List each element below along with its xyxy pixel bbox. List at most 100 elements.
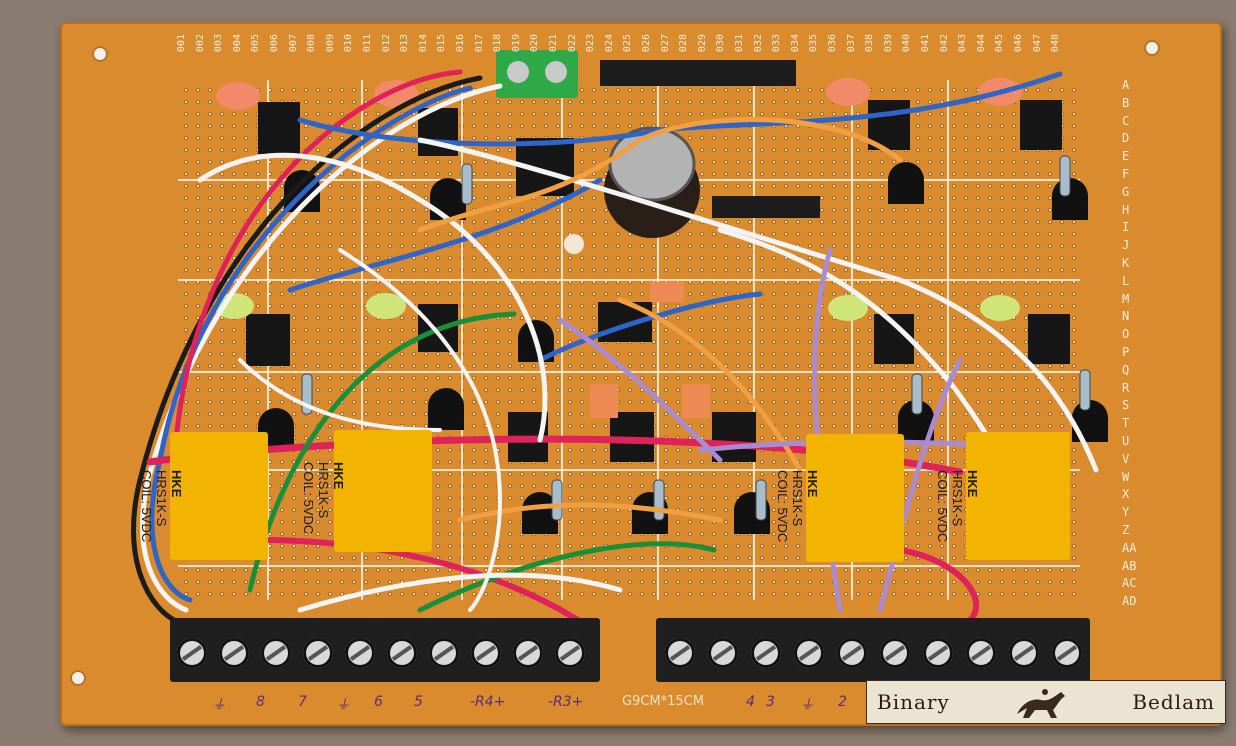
terminal-label: ⏚ xyxy=(336,697,350,713)
row-label: A xyxy=(1122,78,1130,92)
screw-head xyxy=(751,638,781,668)
column-label: 018 xyxy=(492,34,504,53)
row-label: H xyxy=(1122,202,1130,217)
horse-rider-icon xyxy=(1017,689,1066,718)
column-label: 012 xyxy=(380,34,392,53)
column-label: 006 xyxy=(269,34,280,53)
column-label: 014 xyxy=(417,34,429,53)
relay-model: HRS1K-S xyxy=(950,470,965,527)
column-label: 030 xyxy=(715,34,727,53)
column-label: 019 xyxy=(510,34,522,53)
screw-head xyxy=(837,638,867,668)
row-label: D xyxy=(1122,131,1130,146)
column-label: 046 xyxy=(1013,34,1024,53)
screw-head xyxy=(345,638,375,668)
pin-header-mid xyxy=(712,196,820,218)
terminal-label: -R4+ xyxy=(470,694,506,710)
screw-head xyxy=(513,638,543,668)
relay-coil: COIL: 5VDC xyxy=(775,470,790,543)
terminal-label: 5 xyxy=(414,694,423,710)
row-label: F xyxy=(1122,167,1130,181)
column-label: 010 xyxy=(343,34,355,53)
screw-head xyxy=(1009,638,1039,668)
column-label: 002 xyxy=(194,34,206,53)
column-label: 016 xyxy=(455,34,466,53)
screw-head xyxy=(665,638,695,668)
relay-brand: HKE xyxy=(965,470,980,498)
screw-head xyxy=(219,638,249,668)
column-label: 013 xyxy=(399,34,411,53)
row-label: I xyxy=(1122,220,1130,235)
row-label: R xyxy=(1122,380,1130,395)
column-label: 029 xyxy=(696,34,708,53)
column-label: 027 xyxy=(659,34,671,53)
column-label: 045 xyxy=(994,34,1006,53)
relay-brand: HKE xyxy=(169,470,184,498)
column-label: 003 xyxy=(213,34,225,53)
column-label: 034 xyxy=(789,34,801,53)
relay-coil: COIL: 5VDC xyxy=(301,462,316,535)
column-label: 036 xyxy=(827,34,838,53)
screw-head xyxy=(177,638,207,668)
row-label: AB xyxy=(1122,558,1137,573)
column-label: 033 xyxy=(771,34,783,53)
relay-brand: HKE xyxy=(331,462,346,490)
row-label: AD xyxy=(1122,594,1137,609)
column-label: 022 xyxy=(566,34,578,53)
column-label: 007 xyxy=(287,34,299,53)
mounting-hole-tr xyxy=(1144,40,1160,56)
column-label: 037 xyxy=(845,34,857,53)
pin-header-top xyxy=(600,60,796,86)
screw-head xyxy=(794,638,824,668)
screw-head xyxy=(303,638,333,668)
column-label: 043 xyxy=(957,34,969,53)
screw-head xyxy=(429,638,459,668)
mounting-hole-tl xyxy=(92,46,108,62)
terminal-label: 3 xyxy=(766,694,775,710)
column-label: 031 xyxy=(734,34,745,53)
relays xyxy=(170,430,1070,562)
column-label: 017 xyxy=(473,34,485,53)
logo-left-word: Binary xyxy=(877,690,950,714)
logo-right-word: Bedlam xyxy=(1132,690,1215,714)
row-label: X xyxy=(1122,487,1130,502)
column-label: 040 xyxy=(901,34,913,53)
row-label: P xyxy=(1122,345,1130,359)
column-label: 028 xyxy=(678,34,690,53)
relay-1 xyxy=(170,432,268,560)
binary-bedlam-logo: Binary Bedlam xyxy=(866,680,1226,724)
relay-brand: HKE xyxy=(805,470,820,498)
column-label: 038 xyxy=(864,34,876,53)
screw-head xyxy=(555,638,585,668)
resistors xyxy=(301,155,1091,521)
row-label: C xyxy=(1122,113,1130,128)
column-label: 035 xyxy=(808,34,820,53)
row-label: AC xyxy=(1122,576,1137,591)
row-label: AA xyxy=(1122,540,1137,555)
column-label: 005 xyxy=(250,34,262,53)
screw-head xyxy=(261,638,291,668)
column-label: 015 xyxy=(436,34,448,53)
screw-head xyxy=(923,638,953,668)
relay-2 xyxy=(334,430,432,552)
column-label: 042 xyxy=(938,34,950,53)
column-label: 023 xyxy=(585,34,597,53)
column-label: 020 xyxy=(529,34,541,53)
row-label: U xyxy=(1122,434,1130,448)
row-label: E xyxy=(1122,149,1130,164)
wiring xyxy=(131,69,1099,625)
mounting-hole-bl xyxy=(70,670,86,686)
row-label: Z xyxy=(1122,523,1130,537)
screw-head xyxy=(966,638,996,668)
row-label: O xyxy=(1122,327,1130,342)
screw-head xyxy=(880,638,910,668)
row-label: B xyxy=(1122,95,1130,110)
column-label: 004 xyxy=(231,34,243,53)
column-label: 032 xyxy=(752,34,764,53)
column-label: 044 xyxy=(975,34,987,53)
row-label: W xyxy=(1122,469,1130,484)
row-label: N xyxy=(1122,309,1130,324)
column-label: 048 xyxy=(1050,34,1062,53)
